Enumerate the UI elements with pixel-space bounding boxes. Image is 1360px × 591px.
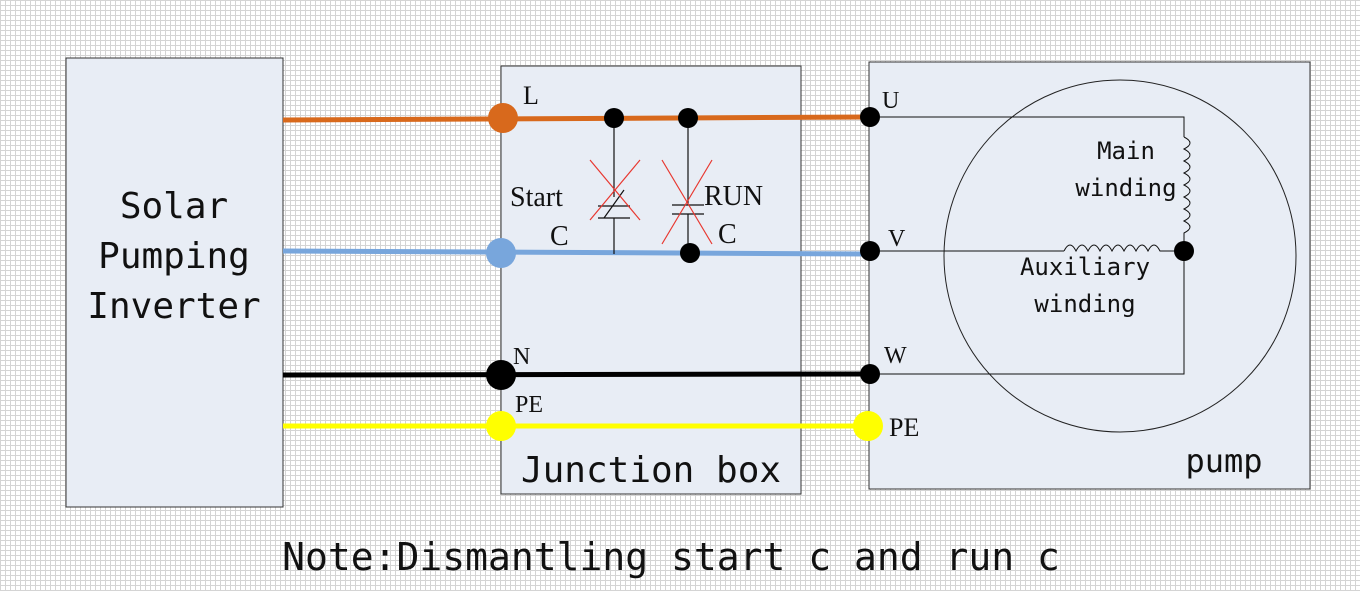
winding-junction-dot [1174, 241, 1194, 261]
junction-box [500, 65, 802, 495]
inverter-label-line1: Solar [120, 186, 228, 227]
junction-dot [604, 108, 624, 128]
start-capacitor-cross [589, 159, 641, 221]
wire-L [282, 114, 871, 123]
pump-box [868, 61, 1311, 490]
solar-pumping-inverter-box [65, 57, 284, 508]
terminal-N-label: N [513, 344, 530, 370]
start-capacitor [598, 118, 630, 254]
wire-N [282, 371, 871, 378]
terminal-L-label: L [523, 81, 539, 110]
start-capacitor-label-line1: Start [510, 182, 563, 213]
auxiliary-winding-label-line2: winding [1034, 290, 1135, 318]
run-capacitor-label-line1: RUN [704, 181, 763, 212]
terminal-V-dot [860, 241, 880, 261]
terminal-blue-dot [486, 238, 516, 268]
note-text: Note:Dismantling start c and run c [282, 535, 1060, 579]
run-capacitor-cross [661, 159, 713, 245]
terminal-V-label: V [888, 226, 906, 252]
auxiliary-winding-label-line1: Auxiliary [1020, 253, 1150, 281]
junction-box-label: Junction box [521, 450, 781, 491]
inverter-label-line2: Pumping [98, 236, 250, 277]
pump-label: pump [1185, 442, 1262, 480]
terminal-pump-PE-dot [853, 411, 883, 441]
wire-blue [282, 248, 871, 257]
junction-dot [680, 243, 700, 263]
terminal-L-dot [488, 103, 518, 133]
terminal-PE-dot [486, 411, 516, 441]
terminal-pump-PE-label: PE [889, 413, 919, 442]
motor-circle [943, 79, 1297, 433]
terminal-U-dot [860, 107, 880, 127]
main-winding-coil [1182, 136, 1191, 251]
inverter-label-line3: Inverter [87, 286, 260, 327]
terminal-W-label: W [884, 343, 907, 369]
main-winding-label-line1: Main [1097, 137, 1155, 165]
main-winding-label-line2: winding [1075, 174, 1176, 202]
terminal-PE-label: PE [515, 392, 543, 418]
terminal-N-dot [486, 360, 516, 390]
junction-dot [678, 108, 698, 128]
start-capacitor-label-line2: C [550, 221, 569, 252]
pump-internal-wiring [870, 116, 1185, 375]
terminal-U-label: U [882, 88, 899, 114]
terminal-W-dot [860, 364, 880, 384]
auxiliary-winding-coil [1063, 244, 1184, 253]
run-capacitor-label-line2: C [718, 219, 737, 250]
run-capacitor [672, 118, 704, 254]
